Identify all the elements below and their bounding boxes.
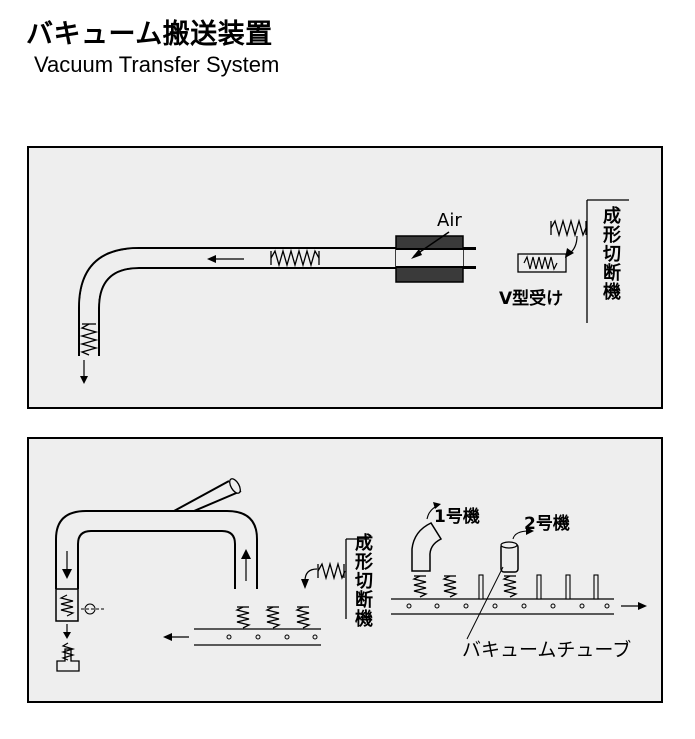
forming-cutter-label-2: 成形切断機 bbox=[352, 533, 373, 628]
tube-outer-wall bbox=[78, 247, 476, 356]
left-conveyor-arrow bbox=[163, 633, 172, 641]
u-tube-outer bbox=[55, 510, 258, 589]
machine1-tube bbox=[411, 522, 443, 572]
forming-cutter-label: 成形切断機 bbox=[600, 206, 621, 301]
right-conveyor-arrow bbox=[638, 602, 647, 610]
diagram-panel-air-transfer: Air V型受け 成形切断機 bbox=[27, 146, 663, 409]
spring-in-tube bbox=[270, 248, 320, 268]
up-flow-arrow bbox=[241, 549, 251, 559]
vacuum-transfer-diagram bbox=[55, 478, 647, 672]
air-label: Air bbox=[437, 210, 462, 231]
cutter-spring bbox=[550, 218, 587, 238]
page-title-jp: バキューム搬送装置 bbox=[26, 19, 273, 50]
machine1-label: 1号機 bbox=[434, 507, 480, 527]
v-receiver bbox=[517, 253, 567, 273]
cutter-spring-2 bbox=[317, 561, 346, 581]
springs-row-right bbox=[412, 575, 518, 598]
down-flow-arrow bbox=[62, 569, 72, 579]
machine2-label: 2号機 bbox=[524, 514, 570, 534]
diagram-panel-vacuum-transfer: 成形切断機 1号機 2号機 バキュームチューブ bbox=[27, 437, 663, 703]
v-receiver-label: V型受け bbox=[499, 289, 564, 309]
air-transfer-diagram bbox=[78, 199, 629, 384]
vacuum-tube-leader bbox=[466, 566, 504, 640]
springs-row-left bbox=[235, 606, 311, 629]
vacuum-tube-label: バキュームチューブ bbox=[462, 639, 632, 661]
tube-inner-wall bbox=[98, 267, 476, 356]
u-tube-inner bbox=[77, 530, 236, 589]
spring-at-outlet bbox=[79, 323, 99, 356]
page-title-en: Vacuum Transfer System bbox=[34, 52, 280, 77]
